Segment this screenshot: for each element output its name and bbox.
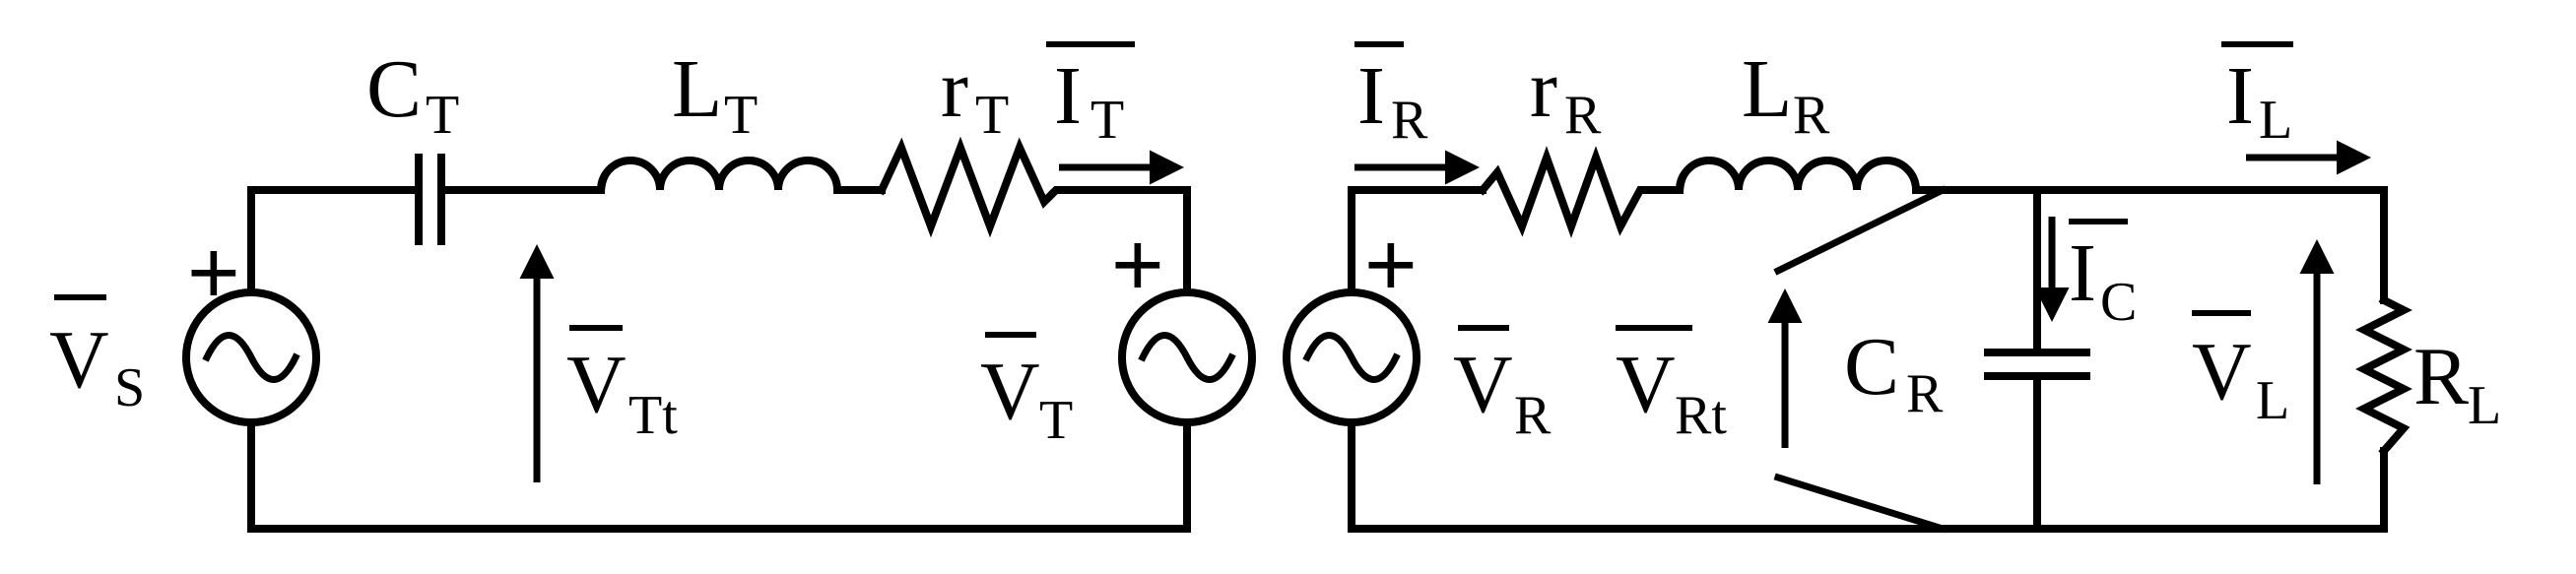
label-il-sub: L [2259,90,2292,151]
label-vrt: V Rt [1616,325,1727,446]
label-cr: C R [1844,321,1944,424]
label-rt: r T [941,43,1009,146]
label-vs-sub: S [114,357,145,418]
label-vtt-main: V [566,339,627,430]
label-ir-main: I [1357,50,1385,142]
coupling-line-top [1773,185,1948,276]
vr-plus-sign: + [1364,215,1418,315]
label-vl: V L [2192,310,2289,431]
label-cr-main: C [1844,321,1899,413]
label-ir: I R [1354,41,1428,151]
resistor-rr-symbol [1477,146,1684,238]
label-vrt-sub: Rt [1675,385,1727,446]
label-rt-main: r [941,43,968,135]
label-vl-sub: L [2256,370,2289,431]
inductor-lt-symbol [596,157,886,195]
capacitor-cr-symbol [1984,186,2090,533]
label-rr-sub: R [1564,85,1602,146]
label-rr-main: r [1530,43,1557,135]
label-vr: V R [1453,325,1552,446]
label-vt-main: V [980,346,1040,437]
label-lr-sub: R [1793,85,1830,146]
label-lt-main: L [672,43,722,135]
capacitor-ct-symbol [415,154,605,245]
label-rl: R L [2413,331,2501,436]
label-ic: I C [2069,219,2137,333]
label-ct-main: C [366,43,422,135]
label-ct-sub: T [426,85,459,146]
label-rl-main: R [2413,331,2469,422]
label-ir-sub: R [1391,90,1428,151]
label-it-sub: T [1090,90,1124,151]
label-vs-main: V [49,314,109,406]
label-lr-main: L [1742,43,1792,135]
label-vl-main: V [2192,326,2252,417]
label-ct: C T [366,43,459,146]
label-rr: r R [1530,43,1602,146]
vt-plus-sign: + [1111,215,1164,315]
tx-left-wire [247,186,1191,533]
label-ic-main: I [2069,227,2096,319]
label-vr-main: V [1453,339,1513,430]
label-vtt: V Tt [566,325,678,446]
label-vt-sub: T [1039,390,1073,451]
label-lt-sub: T [724,85,758,146]
transmitter-circuit [182,136,1256,533]
coupling-line-bottom [1773,473,1948,534]
label-lt: L T [672,43,758,146]
label-vtt-sub: Tt [628,385,678,446]
source-vt-symbol [1118,288,1256,533]
vs-plus-sign: + [187,223,240,323]
label-vt: V T [980,332,1073,451]
inductor-lr-symbol [1675,157,2388,304]
label-ic-sub: C [2100,272,2137,333]
label-it-main: I [1054,50,1082,142]
label-rt-sub: T [975,85,1009,146]
label-vr-sub: R [1514,385,1552,446]
label-il: I L [2221,41,2293,151]
label-rl-sub: L [2468,375,2501,436]
label-cr-sub: R [1906,363,1944,424]
label-vrt-main: V [1616,339,1676,430]
rx-left-wire [1348,186,2388,533]
receiver-circuit [1283,140,2412,534]
label-lr: L R [1742,43,1830,146]
resistor-rt-symbol [876,136,1191,296]
label-it: I T [1046,41,1135,151]
label-vs: V S [49,294,145,418]
label-il-main: I [2226,50,2254,142]
resistor-rl-symbol [2355,294,2412,457]
